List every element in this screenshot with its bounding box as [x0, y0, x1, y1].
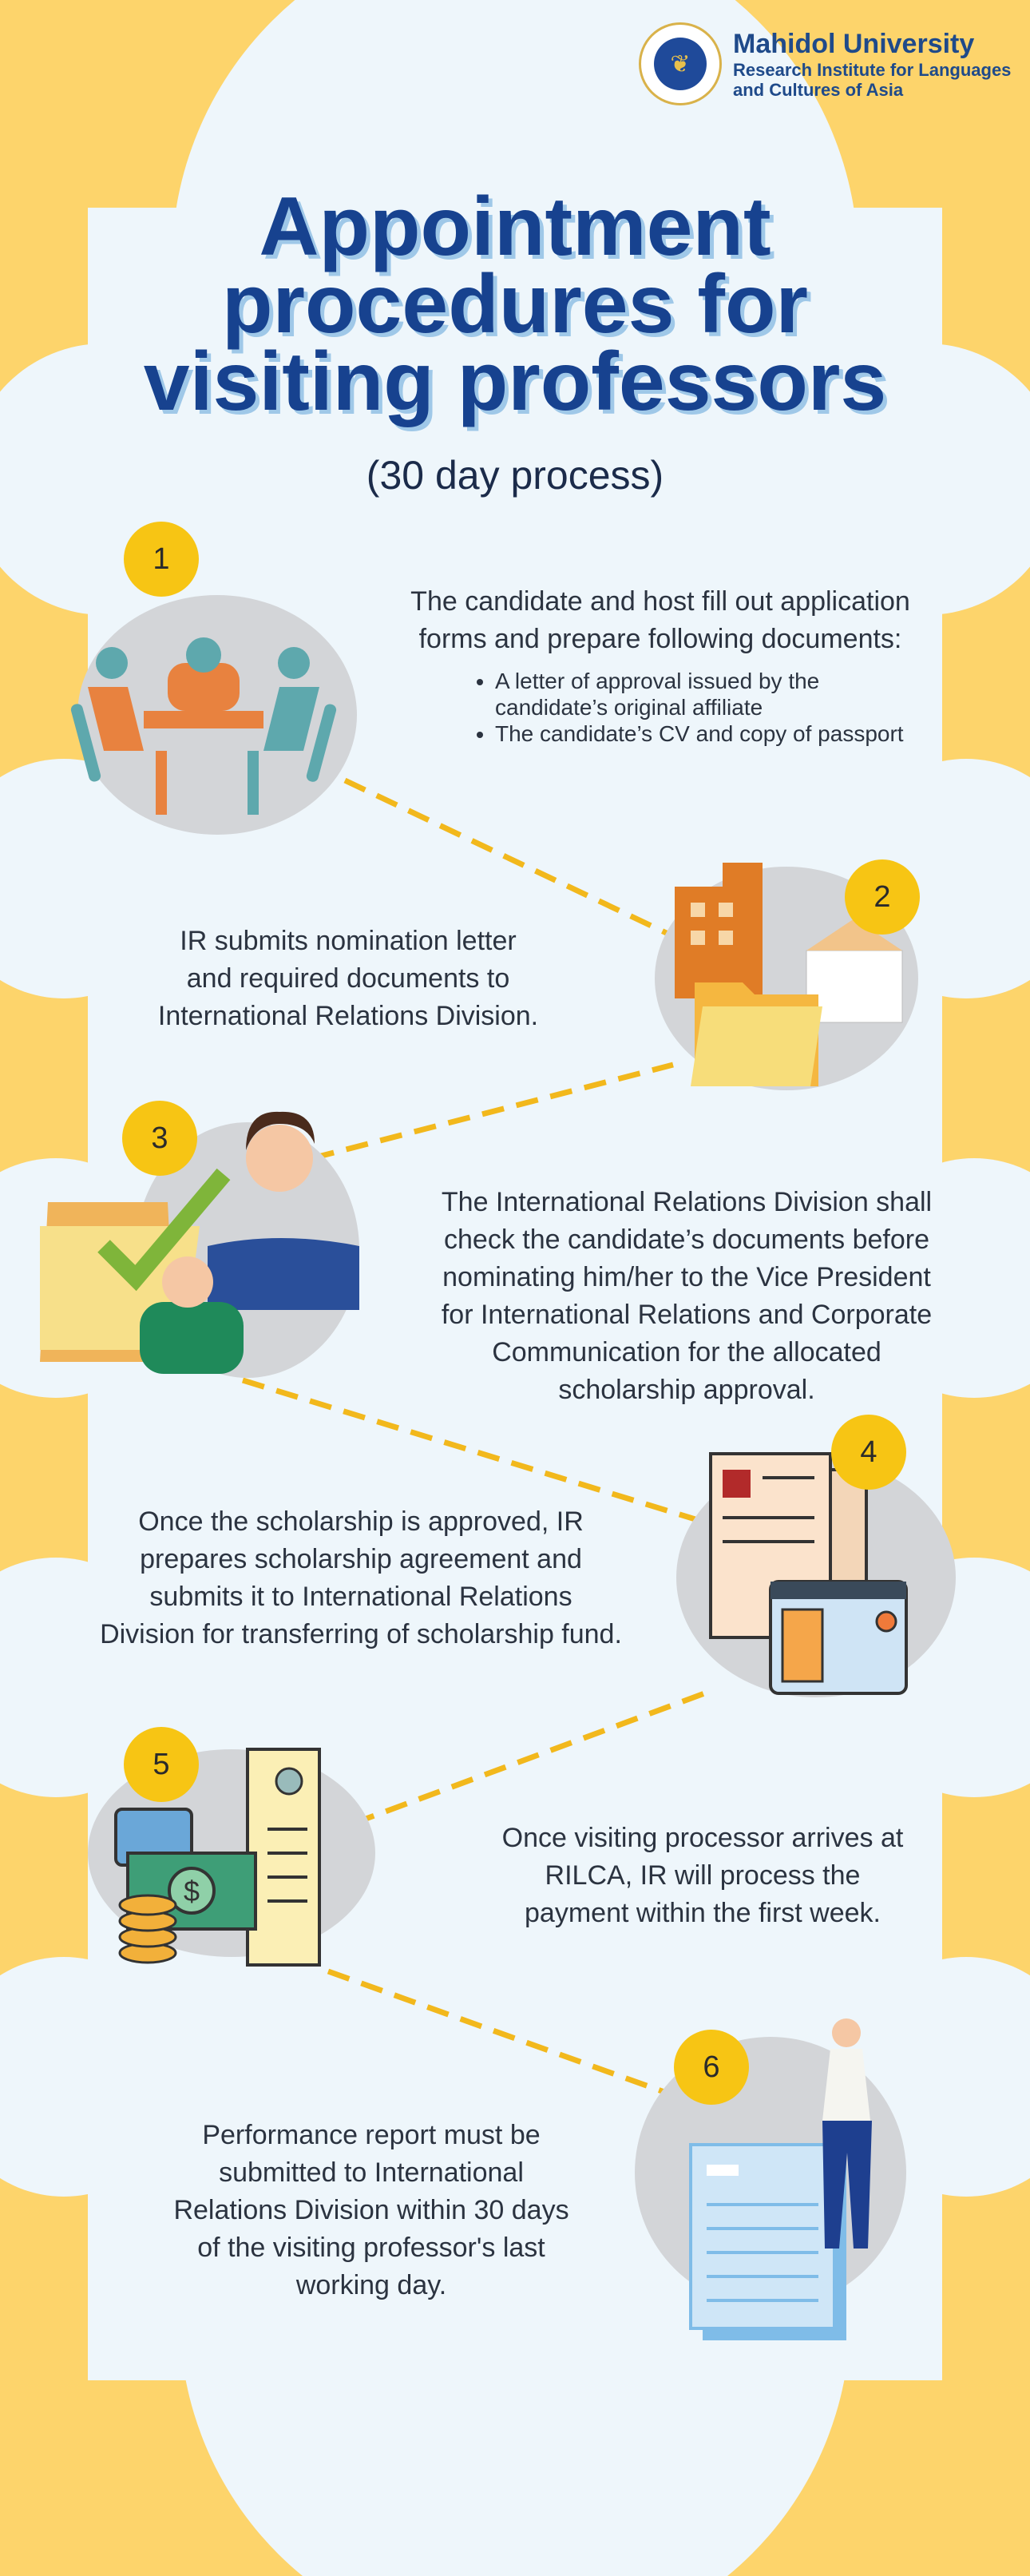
- text-line: International Relations Division.: [157, 1001, 539, 1031]
- connector-3-4: [241, 1377, 699, 1523]
- connector-2-3: [311, 1062, 674, 1161]
- step-badge-4: 4: [831, 1415, 906, 1490]
- list-item: The candidate’s CV and copy of passport: [495, 720, 974, 747]
- text-line: forms and prepare following documents:: [418, 624, 902, 654]
- report-woman-icon: [689, 2018, 872, 2340]
- required-documents-list: A letter of approval issued by the candi…: [466, 668, 974, 747]
- title-line-2: procedures for: [222, 258, 808, 351]
- step-badge-1: 1: [124, 522, 199, 597]
- meeting-icon: [70, 637, 337, 815]
- document-check-icon: [40, 1111, 359, 1374]
- text-line: of the visiting professor's last: [197, 2233, 545, 2263]
- text-line: prepares scholarship agreement and: [140, 1544, 582, 1574]
- text-line: The International Relations Division sha…: [441, 1187, 933, 1217]
- step-badge-6: 6: [674, 2030, 749, 2105]
- text-line: Relations Division within 30 days: [173, 2195, 569, 2225]
- text-line: for International Relations and Corporat…: [441, 1300, 933, 1330]
- connector-5-6: [327, 1968, 675, 2098]
- step-4-text: Once the scholarship is approved, IR pre…: [26, 1503, 696, 1653]
- text-line: Division for transferring of scholarship…: [100, 1619, 622, 1649]
- text-line: Once the scholarship is approved, IR: [138, 1506, 584, 1537]
- institute-line-1: Research Institute for Languages: [733, 59, 1012, 80]
- step-1-text: The candidate and host fill out applicat…: [341, 583, 980, 747]
- page-subtitle: (30 day process): [366, 453, 664, 498]
- text-line: and required documents to: [186, 963, 510, 994]
- text-line: The candidate and host fill out applicat…: [410, 586, 910, 617]
- step-2-text: IR submits nomination letter and require…: [69, 923, 628, 1035]
- text-line: payment within the first week.: [525, 1898, 881, 1928]
- text-line: scholarship approval.: [558, 1375, 815, 1405]
- text-line: check the candidate’s documents before: [444, 1224, 929, 1255]
- title-line-3: visiting professors: [143, 335, 887, 428]
- text-line: IR submits nomination letter: [180, 926, 517, 956]
- documents-icon: [709, 1452, 908, 1695]
- text-line: nominating him/her to the Vice President: [442, 1262, 931, 1292]
- connector-1-2: [343, 777, 675, 939]
- building-folder-icon: [675, 863, 903, 1086]
- step-3-text: The International Relations Division sha…: [367, 1184, 1006, 1409]
- step-6-text: Performance report must be submitted to …: [92, 2117, 651, 2304]
- step-badge-5: 5: [124, 1727, 199, 1802]
- step-badge-3: 3: [122, 1101, 197, 1176]
- step-5-text: Once visiting processor arrives at RILCA…: [415, 1820, 990, 1932]
- text-line: working day.: [295, 2270, 447, 2300]
- text-line: RILCA, IR will process the: [545, 1860, 861, 1891]
- text-line: Performance report must be: [202, 2120, 541, 2150]
- payment-receipt-icon: $: [114, 1748, 321, 1967]
- page-title: Appointment procedures for visiting prof…: [0, 181, 1030, 428]
- list-item: A letter of approval issued by the candi…: [495, 668, 878, 720]
- text-line: Communication for the allocated: [492, 1337, 881, 1367]
- university-logo: ❦ Mahidol University Research Institute …: [639, 22, 1011, 105]
- svg-text:$: $: [184, 1875, 200, 1907]
- connector-lines: [241, 777, 708, 2098]
- university-name: Mahidol University: [733, 28, 975, 59]
- university-seal-icon: ❦: [639, 22, 722, 105]
- text-line: submits it to International Relations: [149, 1582, 572, 1612]
- text-line: submitted to International: [219, 2157, 524, 2188]
- connector-4-5: [351, 1689, 708, 1827]
- title-line-1: Appointment: [259, 181, 771, 273]
- step-badge-2: 2: [845, 859, 920, 935]
- institute-line-2: and Cultures of Asia: [733, 79, 904, 100]
- text-line: Once visiting processor arrives at: [501, 1823, 904, 1853]
